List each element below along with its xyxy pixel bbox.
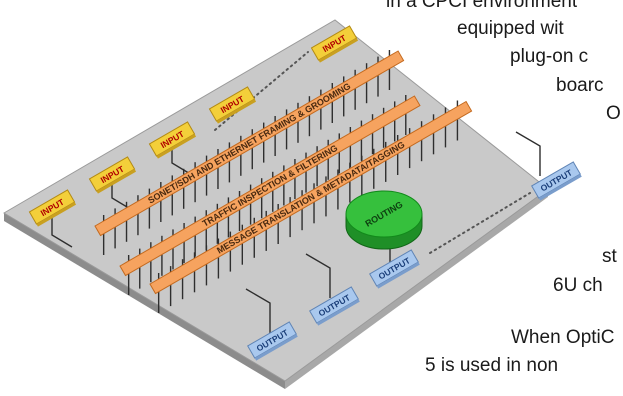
- board-side: [4, 213, 285, 389]
- side-text-line-5: O: [606, 103, 621, 124]
- side-text-line-1: in a CPCI environment: [386, 0, 578, 12]
- output-chip-edge: [316, 299, 360, 326]
- side-text-line-7: 6U ch: [553, 275, 603, 296]
- side-text-line-8: When OptiC: [511, 327, 615, 348]
- output-chip: [369, 249, 419, 287]
- side-text-line-9: 5 is used in non: [425, 355, 559, 376]
- routing-cylinder-top: [345, 190, 423, 238]
- input-wire: [51, 213, 73, 248]
- process-bar: [119, 95, 421, 277]
- output-wire: [305, 253, 331, 298]
- side-text-line-6: st: [602, 246, 617, 267]
- process-bar: [94, 50, 405, 237]
- output-port: OUTPUT: [531, 161, 582, 201]
- side-text-line-4: boarc: [556, 75, 604, 96]
- input-dotted-line: [214, 51, 309, 131]
- input-chip-edge: [156, 134, 197, 159]
- output-chip: [309, 286, 359, 324]
- output-chip-edge: [254, 334, 298, 361]
- input-port: INPUT: [310, 25, 359, 63]
- output-chip-edge: [538, 174, 582, 201]
- output-wire: [245, 288, 271, 333]
- side-text-line-2: equipped wit: [457, 18, 564, 39]
- board-side-right: [285, 189, 548, 389]
- process-bar: [149, 100, 473, 295]
- input-chip-edge: [36, 202, 77, 227]
- input-chip-edge: [216, 99, 257, 124]
- dotted-connectors: [214, 51, 531, 254]
- output-chip-edge: [376, 262, 420, 289]
- input-chip-edge: [96, 169, 137, 194]
- side-text-line-3: plug-on c: [510, 46, 589, 67]
- output-chip: [247, 321, 297, 359]
- output-wire: [515, 131, 541, 176]
- input-chip-edge: [318, 38, 359, 63]
- board-top: [3, 19, 549, 382]
- routing-module: ROUTING: [345, 190, 423, 250]
